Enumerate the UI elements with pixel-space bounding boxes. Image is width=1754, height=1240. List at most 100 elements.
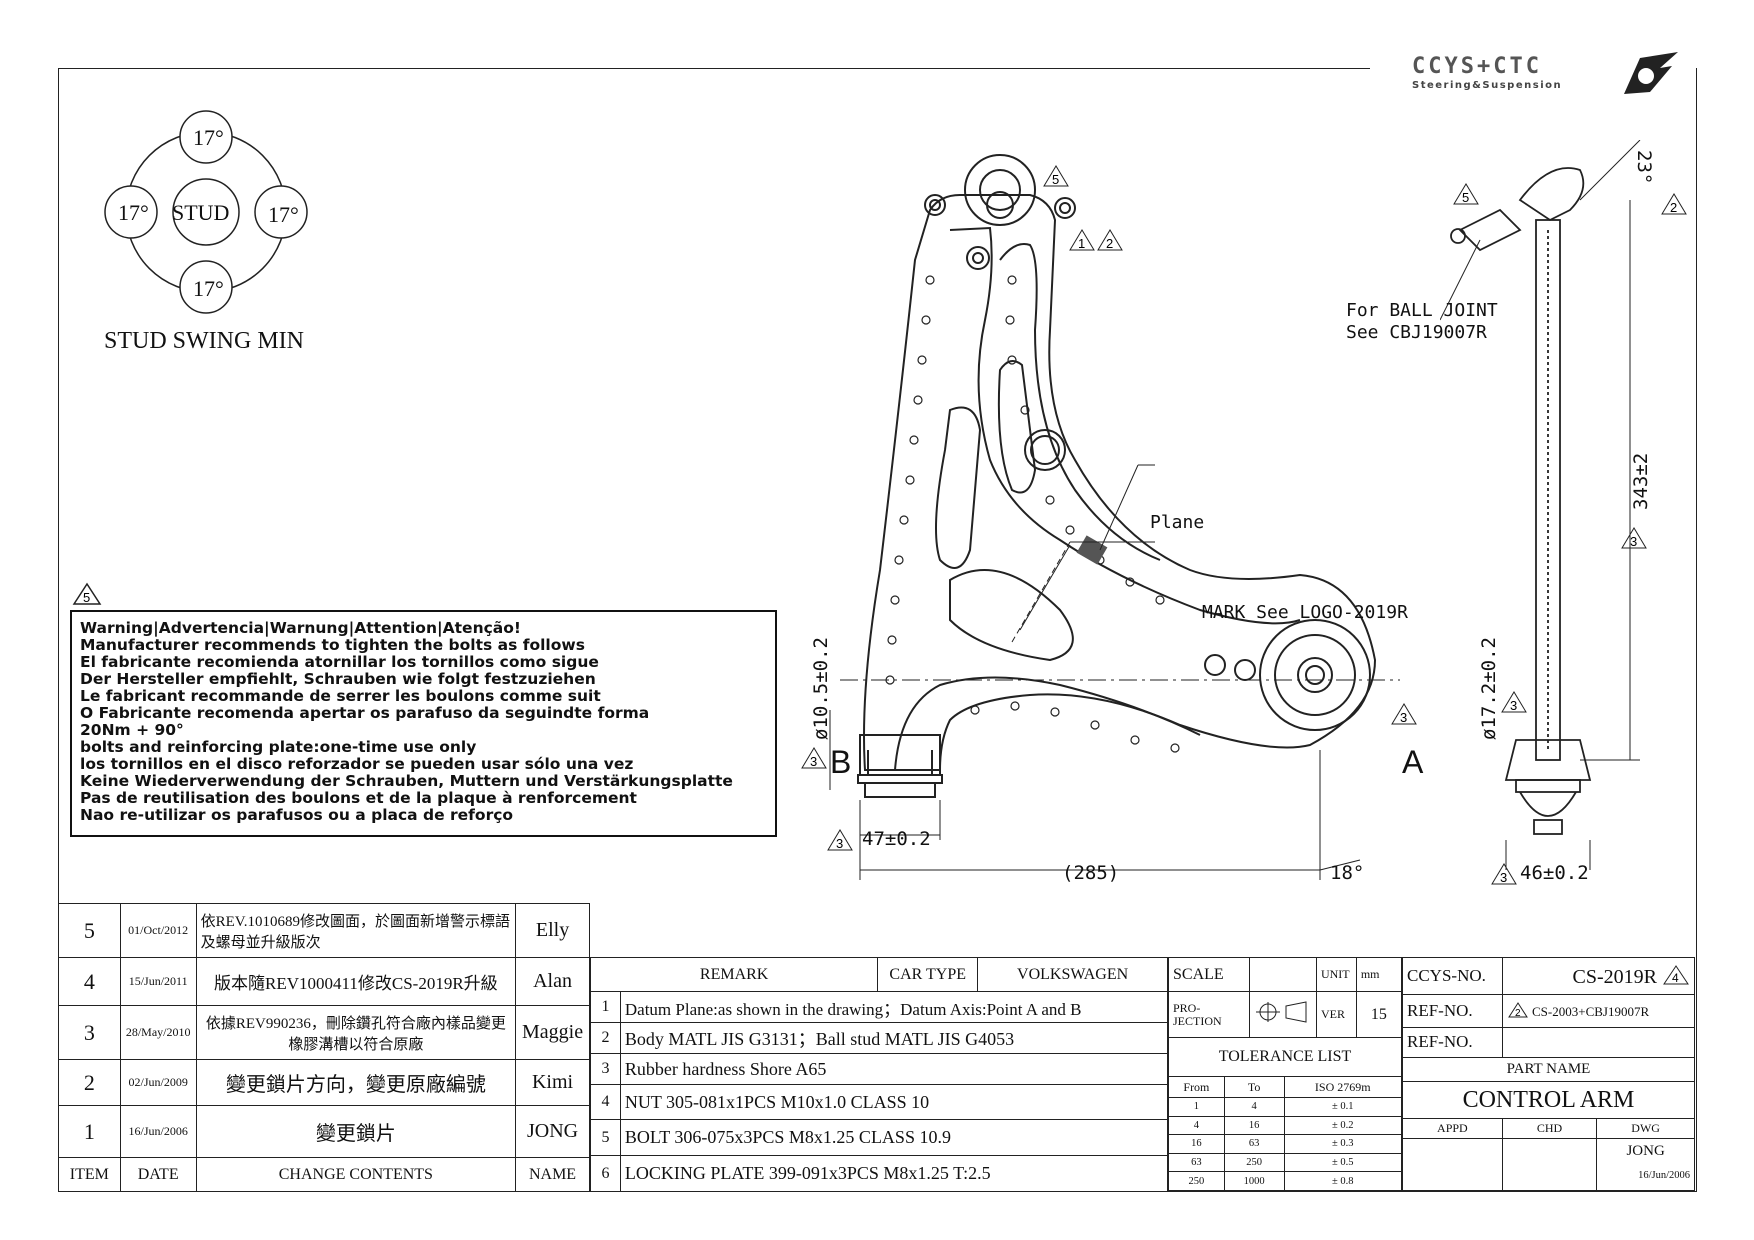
control-arm-side-view bbox=[1440, 140, 1641, 870]
rev-change: 依據REV990236，刪除鑽孔符合廠內樣品變更橡膠溝槽以符合原廠 bbox=[195, 1005, 517, 1060]
table-header-row: ITEM DATE CHANGE CONTENTS NAME bbox=[58, 1157, 590, 1192]
svg-text:3: 3 bbox=[810, 754, 817, 769]
frame-top-line bbox=[58, 68, 1370, 69]
tol-header: To bbox=[1223, 1076, 1285, 1098]
ball-joint-note-1: For BALL JOINT bbox=[1346, 300, 1498, 321]
tol-header: From bbox=[1168, 1076, 1225, 1098]
remark-no: 3 bbox=[590, 1053, 621, 1085]
remark-text: Body MATL JIS G3131；Ball stud MATL JIS G… bbox=[619, 1022, 1169, 1054]
remark-text: BOLT 306-075x3PCS M8x1.25 CLASS 10.9 bbox=[619, 1119, 1169, 1156]
tolerance-title: TOLERANCE LIST bbox=[1168, 1036, 1402, 1078]
tol-from: 1 bbox=[1168, 1096, 1225, 1117]
revision-marker-icon: 3 bbox=[1501, 691, 1527, 713]
tol-value: ± 0.1 bbox=[1283, 1096, 1402, 1117]
rev-name: Kimi bbox=[515, 1059, 590, 1106]
ref-no-value-2 bbox=[1501, 1026, 1696, 1059]
ccys-no-value: CS-2019R bbox=[1572, 965, 1657, 988]
rev-item: 5 bbox=[58, 903, 121, 958]
svg-text:2: 2 bbox=[1515, 1008, 1521, 1019]
remark-no: 1 bbox=[590, 991, 621, 1023]
svg-text:3: 3 bbox=[836, 836, 843, 851]
remark-no: 4 bbox=[590, 1084, 621, 1120]
stud-swing-circles bbox=[104, 110, 308, 314]
point-b-label: B bbox=[830, 744, 852, 780]
rev-item: 2 bbox=[58, 1059, 121, 1106]
ref-no-value: CS-2003+CBJ19007R bbox=[1532, 1004, 1650, 1020]
ball-joint-note-2: See CBJ19007R bbox=[1346, 322, 1487, 343]
dim-overall-length: (285) bbox=[1062, 862, 1120, 884]
chd-label: CHD bbox=[1501, 1118, 1598, 1139]
remark-text: LOCKING PLATE 399-091x3PCS M8x1.25 T:2.5 bbox=[619, 1155, 1169, 1192]
svg-text:2: 2 bbox=[1106, 236, 1113, 251]
revision-marker-icon: 5 bbox=[1453, 183, 1479, 205]
rev-item: 4 bbox=[58, 957, 121, 1006]
remark-text: Rubber hardness Shore A65 bbox=[619, 1053, 1169, 1085]
table-row: 5 01/Oct/2012 依REV.1010689修改圖面，於圖面新增警示標語… bbox=[58, 903, 590, 958]
tol-from: 63 bbox=[1168, 1152, 1225, 1173]
ver-value: 15 bbox=[1355, 991, 1403, 1038]
projection-label: PRO- JECTION bbox=[1168, 991, 1250, 1038]
dim-angle-a: 18° bbox=[1330, 862, 1365, 884]
logo-subtitle: Steering&Suspension bbox=[1412, 80, 1563, 91]
revision-marker-icon: 5 bbox=[1043, 165, 1069, 187]
tol-from: 4 bbox=[1168, 1115, 1225, 1136]
svg-text:3: 3 bbox=[1500, 870, 1507, 885]
unit-value: mm bbox=[1355, 957, 1403, 992]
part-name-value: CONTROL ARM bbox=[1402, 1081, 1695, 1120]
remark-no: 6 bbox=[590, 1155, 621, 1192]
table-header-row: REMARK CAR TYPE VOLKSWAGEN bbox=[589, 957, 1168, 992]
revision-history-table: 5 01/Oct/2012 依REV.1010689修改圖面，於圖面新增警示標語… bbox=[58, 903, 590, 1192]
warning-line: Manufacturer recommends to tighten the b… bbox=[80, 636, 585, 654]
svg-text:5: 5 bbox=[1052, 172, 1059, 187]
ref-no-label: REF-NO. bbox=[1402, 994, 1503, 1028]
table-row: 4 15/Jun/2011 版本隨REV1000411修改CS-2019R升級 … bbox=[58, 957, 590, 1006]
rev-name: Elly bbox=[515, 903, 590, 958]
point-a-label: A bbox=[1402, 744, 1424, 780]
header-change: CHANGE CONTENTS bbox=[195, 1157, 517, 1192]
header-car-type: CAR TYPE bbox=[877, 957, 979, 992]
dwg-label: DWG bbox=[1596, 1118, 1695, 1139]
rev-date: 28/May/2010 bbox=[119, 1005, 197, 1060]
warning-line: Warning|Advertencia|Warnung|Attention|At… bbox=[80, 619, 521, 637]
stud-angle-right: 17° bbox=[268, 202, 299, 227]
warning-line: los tornillos en el disco reforzador se … bbox=[80, 755, 634, 773]
dim-bushing-diameter: ø10.5±0.2 bbox=[810, 637, 832, 740]
tol-value: ± 0.5 bbox=[1283, 1152, 1402, 1173]
tol-to: 4 bbox=[1223, 1096, 1285, 1117]
rev-change: 變更鎖片方向，變更原廠編號 bbox=[195, 1059, 517, 1106]
tol-from: 16 bbox=[1168, 1134, 1225, 1154]
stud-angle-top: 17° bbox=[193, 125, 224, 150]
remark-no: 2 bbox=[590, 1022, 621, 1054]
revision-marker-icon: 3 bbox=[1491, 863, 1517, 885]
ccys-no-cell: CS-2019R 4 bbox=[1501, 956, 1696, 996]
revision-marker-icon: 3 bbox=[801, 747, 827, 769]
rev-name: JONG bbox=[515, 1105, 590, 1158]
warning-line: O Fabricante recomenda apertar os parafu… bbox=[80, 704, 650, 722]
stud-angle-bottom: 17° bbox=[193, 276, 224, 301]
svg-text:3: 3 bbox=[1400, 710, 1407, 725]
warning-line: Nao re-utilizar os parafusos ou a placa … bbox=[80, 806, 514, 824]
dwg-cell: JONG 16/Jun/2006 bbox=[1596, 1137, 1695, 1192]
table-row: 2 Body MATL JIS G3131；Ball stud MATL JIS… bbox=[590, 1022, 1169, 1054]
warning-box: Warning|Advertencia|Warnung|Attention|At… bbox=[70, 610, 777, 837]
appd-label: APPD bbox=[1402, 1118, 1503, 1139]
tol-value: ± 0.3 bbox=[1283, 1134, 1402, 1154]
svg-text:4: 4 bbox=[1672, 971, 1679, 985]
stud-swing-diagram: 17° 17° 17° 17° STUD STUD SWING MIN bbox=[90, 100, 330, 360]
remark-text: NUT 305-081x1PCS M10x1.0 CLASS 10 bbox=[619, 1084, 1169, 1120]
svg-text:3: 3 bbox=[1510, 698, 1517, 713]
part-info-block: CCYS-NO. CS-2019R 4 REF-NO. 2 CS-2003+CB… bbox=[1402, 956, 1696, 1192]
revision-marker-icon: 2 bbox=[1507, 1002, 1528, 1019]
rev-change: 版本隨REV1000411修改CS-2019R升級 bbox=[195, 957, 517, 1006]
control-arm-front-view bbox=[829, 154, 1400, 880]
draw-date: 16/Jun/2006 bbox=[1638, 1169, 1690, 1181]
warning-line: Le fabricant recommande de serrer les bo… bbox=[80, 687, 601, 705]
rev-name: Alan bbox=[515, 957, 590, 1006]
header-date: DATE bbox=[119, 1157, 197, 1192]
warning-line: Pas de reutilisation des boulons et de l… bbox=[80, 789, 637, 807]
table-row: 4 NUT 305-081x1PCS M10x1.0 CLASS 10 bbox=[590, 1084, 1169, 1120]
